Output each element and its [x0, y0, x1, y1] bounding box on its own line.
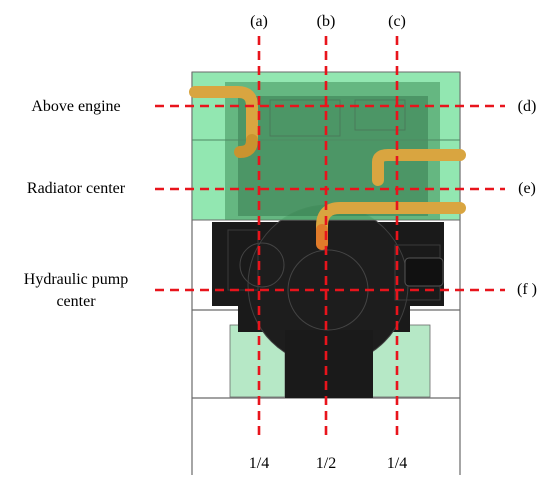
label-frac-c: 1/4 — [387, 455, 407, 472]
label-row-hydraulic-pump: Hydraulic pump — [24, 271, 128, 288]
label-col-c: (c) — [388, 13, 406, 30]
label-col-b: (b) — [317, 13, 336, 30]
radiator-box — [191, 71, 461, 221]
label-row-hydraulic-pump-line2: center — [56, 293, 96, 310]
label-frac-a: 1/4 — [249, 455, 269, 472]
label-row-d: (d) — [518, 98, 537, 115]
label-row-above-engine: Above engine — [31, 98, 120, 115]
label-row-radiator-center: Radiator center — [27, 180, 126, 197]
label-frac-b: 1/2 — [316, 455, 336, 472]
section-lines — [155, 36, 505, 440]
label-row-e: (e) — [518, 180, 536, 197]
label-row-f: (f ) — [517, 281, 537, 298]
label-col-a: (a) — [250, 13, 268, 30]
